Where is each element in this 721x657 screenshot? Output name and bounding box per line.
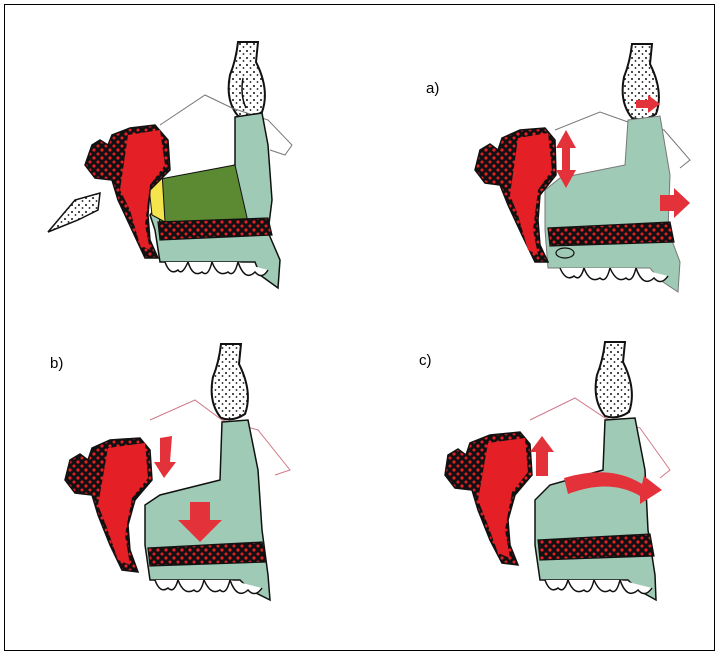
panel-c (445, 342, 670, 600)
nasal-bone (596, 342, 632, 417)
maxilla (535, 418, 656, 600)
panel-main (48, 42, 292, 288)
pterygoid-region (155, 165, 248, 225)
panel-c-label: c) (419, 352, 432, 369)
nasal-bone (229, 42, 265, 117)
down-arrow-small (154, 436, 176, 478)
pterygoid-process (48, 193, 100, 232)
teeth (165, 262, 268, 276)
panel-b-label: b) (50, 355, 63, 372)
nasal-bone (212, 344, 248, 419)
panel-a-label: a) (426, 80, 439, 97)
panel-b (65, 344, 290, 600)
up-arrow (530, 436, 554, 476)
panel-a (475, 44, 690, 292)
